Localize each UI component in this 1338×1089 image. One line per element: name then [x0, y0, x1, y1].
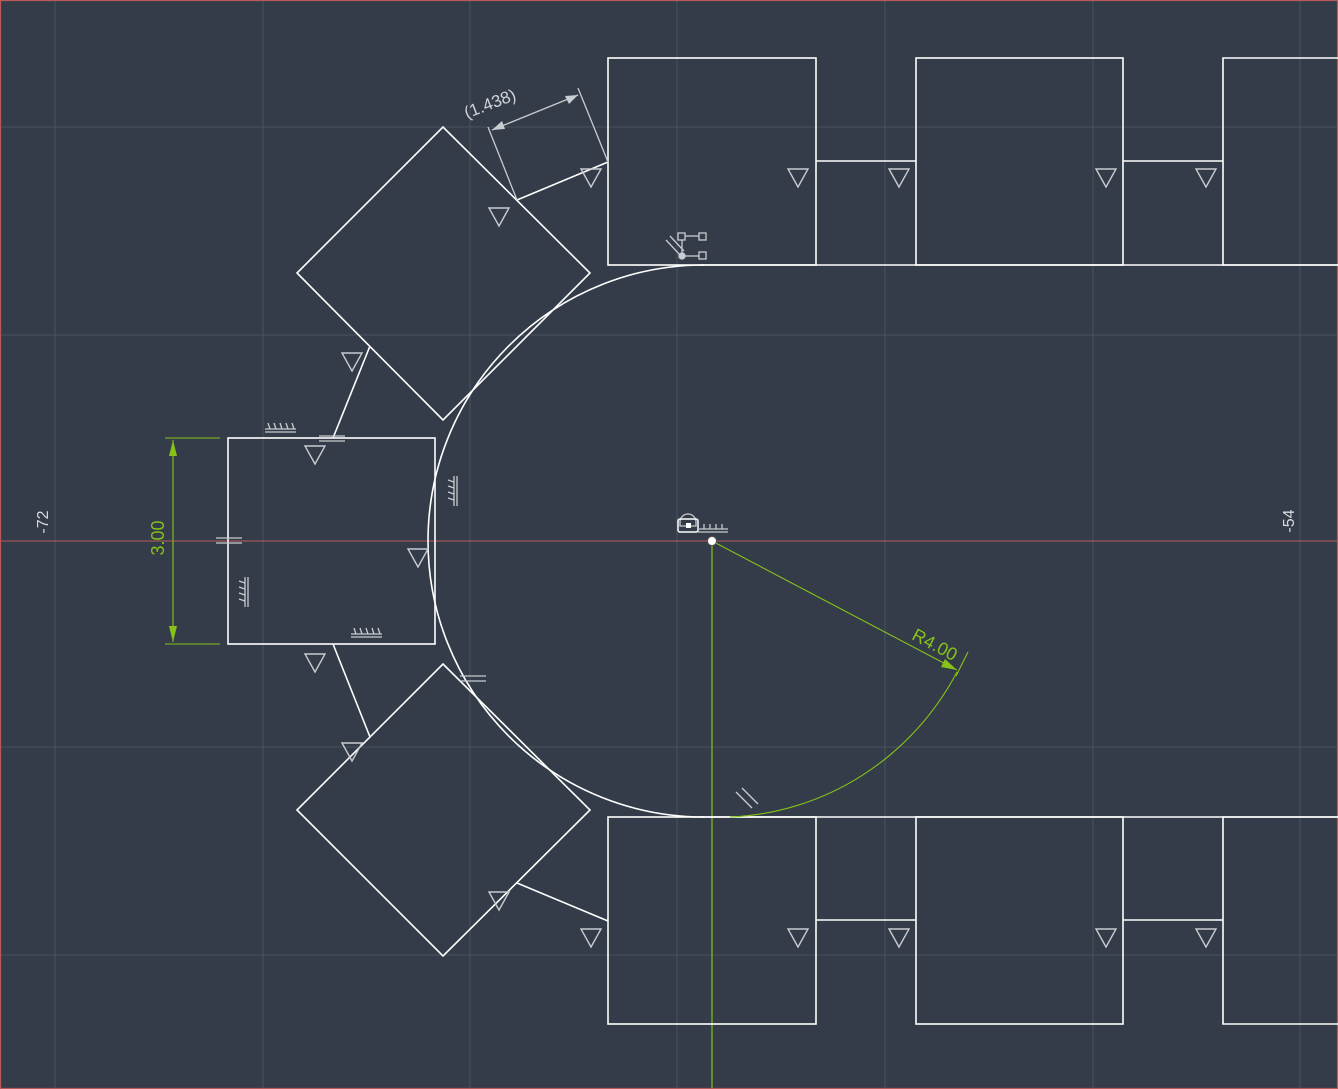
vertical-constraint-icon-1: [447, 476, 458, 506]
triangle-marker-icon: [887, 168, 911, 189]
link-lower-diamond-to-bottom-rect[interactable]: [516, 882, 609, 922]
link-square-to-lower-diamond[interactable]: [332, 643, 371, 738]
lower-diamond[interactable]: [295, 662, 592, 958]
triangle-marker-icon: [786, 168, 810, 189]
triangle-marker-icon: [1194, 168, 1218, 189]
coincident-constraint-icon[interactable]: [665, 232, 707, 260]
triangle-marker-icon: [487, 207, 511, 228]
sketch-geometry[interactable]: [227, 57, 1338, 1025]
equal-constraint-icon-3: [460, 675, 486, 682]
equal-constraint-icon-1: [319, 435, 345, 442]
triangle-marker-icon: [786, 928, 810, 949]
triangle-marker-icon: [487, 891, 511, 912]
triangle-marker-icon: [887, 928, 911, 949]
triangle-marker-icon: [340, 742, 364, 763]
left-square[interactable]: [227, 437, 436, 645]
guide-arc[interactable]: [427, 264, 705, 818]
horizontal-constraint-icon-1: [265, 422, 296, 433]
triangle-marker-icon: [303, 653, 327, 674]
axis-label-left: -72: [35, 510, 52, 533]
triangle-marker-icon: [303, 445, 327, 466]
parallel-constraint-icon: [735, 787, 759, 809]
triangle-marker-icon: [406, 548, 430, 569]
link-square-to-upper-diamond[interactable]: [332, 345, 371, 439]
vertical-constraint-icon-2: [238, 577, 249, 607]
height-dimension-label: 3.00: [148, 520, 168, 555]
triangle-marker-icon: [340, 352, 364, 373]
origin-point[interactable]: [707, 536, 717, 546]
triangle-marker-icon: [579, 928, 603, 949]
equal-constraint-icon-2: [216, 537, 242, 544]
triangle-marker-icon: [579, 168, 603, 189]
horizontal-constraint-icon-2: [351, 627, 382, 638]
triangle-marker-icon: [1094, 928, 1118, 949]
fix-constraint-icon[interactable]: [677, 513, 728, 533]
axis-label-right: -54: [1281, 509, 1298, 532]
triangle-markers: [303, 168, 1218, 949]
triangle-marker-icon: [1094, 168, 1118, 189]
triangle-marker-icon: [1194, 928, 1218, 949]
upper-diamond[interactable]: [295, 125, 592, 422]
height-dimension[interactable]: 3.00: [148, 437, 220, 645]
